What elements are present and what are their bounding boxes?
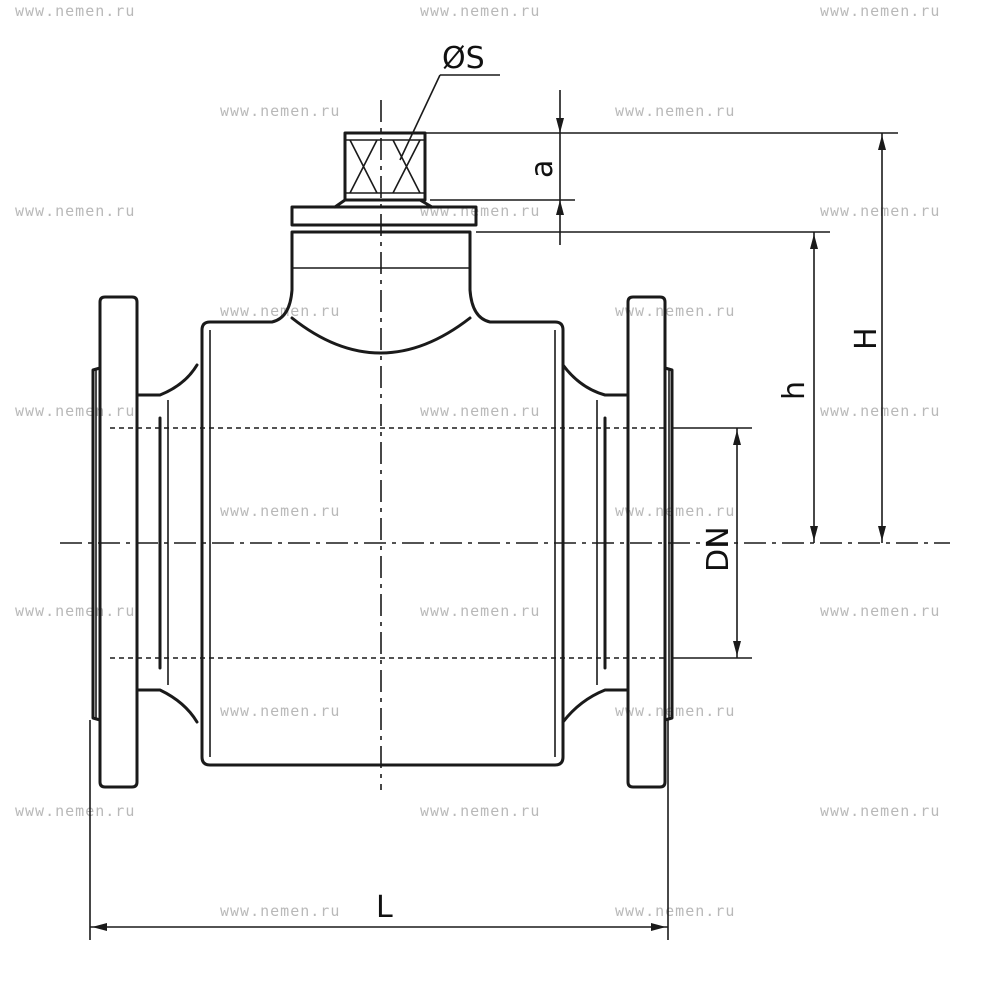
watermark-text: www.nemen.ru	[615, 302, 735, 320]
watermark-text: www.nemen.ru	[220, 702, 340, 720]
watermark-text: www.nemen.ru	[615, 102, 735, 120]
watermark-text: www.nemen.ru	[820, 2, 940, 20]
right-neck	[561, 363, 630, 724]
left-flange	[91, 295, 139, 789]
watermark-text: www.nemen.ru	[220, 102, 340, 120]
stem-head	[290, 131, 478, 227]
watermark-text: www.nemen.ru	[820, 602, 940, 620]
watermark-text: www.nemen.ru	[220, 502, 340, 520]
dimension-L-label: L	[376, 890, 393, 925]
watermark-text: www.nemen.ru	[15, 602, 135, 620]
watermark-text: www.nemen.ru	[15, 202, 135, 220]
watermark-text: www.nemen.ru	[15, 802, 135, 820]
watermark-text: www.nemen.ru	[820, 802, 940, 820]
watermark-text: www.nemen.ru	[820, 202, 940, 220]
bore-lines	[110, 427, 752, 659]
center-lines	[60, 100, 950, 790]
diameter-s-label: ØS	[442, 41, 485, 76]
diameter-s-callout: ØS	[399, 41, 500, 161]
dimension-L: L	[90, 890, 668, 931]
watermark-layer: www.nemen.ru www.nemen.ru www.nemen.ru w…	[15, 2, 940, 920]
watermark-text: www.nemen.ru	[15, 402, 135, 420]
watermark-text: www.nemen.ru	[615, 702, 735, 720]
dimension-H-label: H	[849, 327, 884, 350]
dimension-a: a	[525, 90, 564, 245]
dimension-a-label: a	[525, 160, 560, 178]
watermark-text: www.nemen.ru	[15, 2, 135, 20]
right-flange	[626, 295, 674, 789]
dimension-H: H	[849, 133, 886, 543]
watermark-text: www.nemen.ru	[220, 902, 340, 920]
dimension-h: h	[777, 232, 818, 543]
watermark-text: www.nemen.ru	[615, 902, 735, 920]
watermark-text: www.nemen.ru	[420, 2, 540, 20]
extension-lines	[89, 132, 898, 940]
watermark-text: www.nemen.ru	[420, 602, 540, 620]
dimension-DN: DN	[701, 428, 741, 658]
watermark-text: www.nemen.ru	[420, 402, 540, 420]
watermark-text: www.nemen.ru	[420, 802, 540, 820]
watermark-text: www.nemen.ru	[615, 502, 735, 520]
dimension-DN-label: DN	[701, 526, 736, 572]
watermark-text: www.nemen.ru	[420, 202, 540, 220]
watermark-text: www.nemen.ru	[220, 302, 340, 320]
dimension-h-label: h	[777, 381, 812, 400]
watermark-text: www.nemen.ru	[820, 402, 940, 420]
